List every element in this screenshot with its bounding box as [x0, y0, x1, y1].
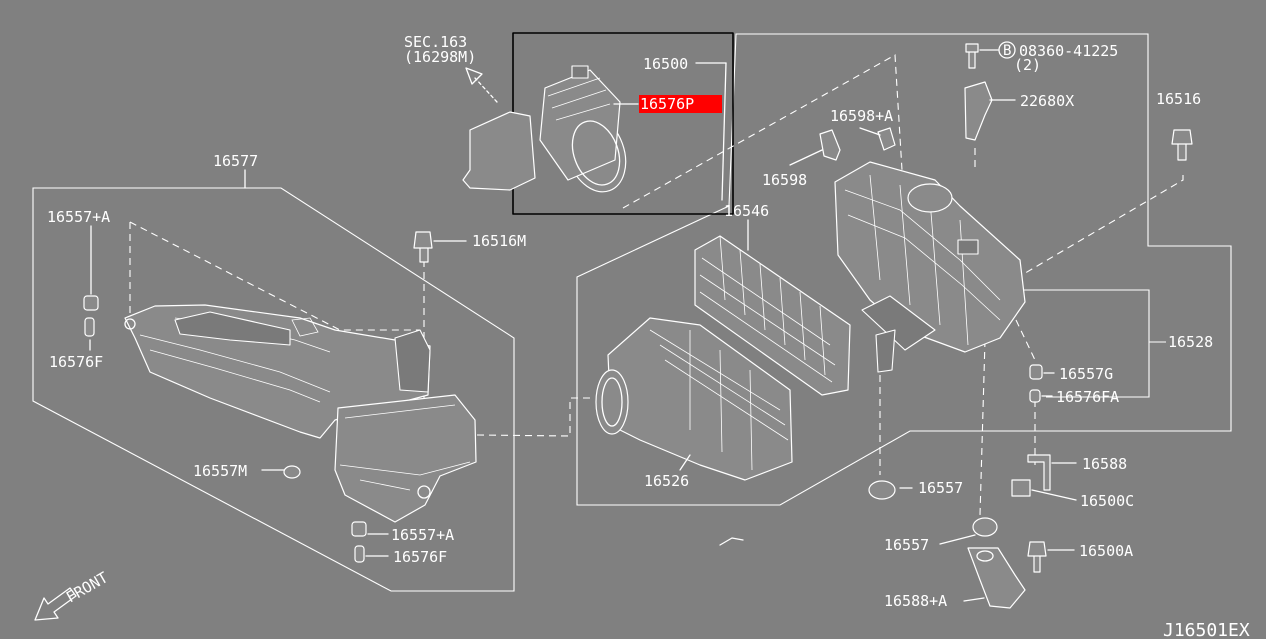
- front-arrow: [34, 587, 77, 621]
- label-16576F-top[interactable]: 16576F: [49, 353, 103, 371]
- grommet-16557G: [1029, 364, 1043, 380]
- resonator-duct-16577: [124, 304, 477, 523]
- bracket-16598A: [877, 127, 896, 151]
- label-16576F-bottom[interactable]: 16576F: [393, 548, 447, 566]
- maf-sensor-16576P: [462, 65, 627, 193]
- label-16588A[interactable]: 16588+A: [884, 592, 947, 610]
- lower-housing-16526: [595, 317, 793, 481]
- dash-duct-link: [476, 397, 595, 437]
- label-16588[interactable]: 16588: [1082, 455, 1127, 473]
- solid-leaders: [89, 62, 1077, 602]
- highlight-16576P[interactable]: [639, 95, 722, 113]
- sensor-22680X: [964, 41, 1016, 141]
- label-16576P[interactable]: 16576P: [640, 95, 694, 113]
- label-16500C[interactable]: 16500C: [1080, 492, 1134, 510]
- arrow-head: [465, 67, 483, 85]
- label-16528[interactable]: 16528: [1168, 333, 1213, 351]
- label-16516M[interactable]: 16516M: [472, 232, 526, 250]
- bracket-16588: [1027, 454, 1051, 491]
- label-16500[interactable]: 16500: [643, 55, 688, 73]
- label-08360[interactable]: 08360-41225: [1019, 42, 1118, 60]
- pin-16576FA: [1029, 389, 1041, 403]
- marker-B: [998, 41, 1016, 59]
- label-08360-marker[interactable]: B: [1003, 43, 1011, 59]
- bracket-16588A: [967, 547, 1026, 609]
- reference-code: J16501EX: [1163, 620, 1250, 639]
- label-sec163-ref[interactable]: (16298M): [404, 48, 476, 66]
- bolt-16516: [1171, 129, 1193, 161]
- grommet-16557A-top: [83, 295, 99, 311]
- label-16546[interactable]: 16546: [724, 202, 769, 220]
- label-16557A-bottom[interactable]: 16557+A: [391, 526, 454, 544]
- label-16557-a[interactable]: 16557: [918, 479, 963, 497]
- label-16500A[interactable]: 16500A: [1079, 542, 1133, 560]
- sensor-body: [964, 81, 993, 141]
- clip-16500C: [1011, 479, 1031, 497]
- label-16526[interactable]: 16526: [644, 472, 689, 490]
- maf-bracket: [462, 111, 536, 191]
- pin-16576F-bottom: [354, 545, 365, 563]
- label-08360-qty[interactable]: (2): [1014, 56, 1041, 74]
- upper-housing-16500: [834, 161, 1026, 373]
- label-22680X[interactable]: 22680X: [1020, 92, 1074, 110]
- grommet-16557-a: [868, 480, 896, 500]
- pin-16576F-top: [84, 317, 95, 337]
- resonator-box: [334, 394, 477, 523]
- right-fasteners: [719, 364, 1051, 609]
- grommet-16557A-bottom: [351, 521, 367, 537]
- outlet-neck: [907, 183, 953, 213]
- label-16516[interactable]: 16516: [1156, 90, 1201, 108]
- bolt-16500A: [1027, 541, 1047, 573]
- label-16598[interactable]: 16598: [762, 171, 807, 189]
- label-front: FRONT: [63, 568, 111, 606]
- dash-maf-link: [622, 54, 903, 209]
- label-16576FA[interactable]: 16576FA: [1056, 388, 1119, 406]
- grommet-16557M: [283, 465, 301, 479]
- dash-16557G: [1015, 319, 1036, 361]
- front-arrow-icon: [34, 587, 77, 621]
- frame-16577: [32, 187, 515, 592]
- dashed-leaders: [129, 54, 1184, 516]
- label-16577[interactable]: 16577: [213, 152, 258, 170]
- frame-16528: [1023, 289, 1150, 398]
- label-16598A[interactable]: 16598+A: [830, 107, 893, 125]
- air-filter-16546: [694, 235, 851, 396]
- grommet-16557-b: [972, 517, 998, 537]
- label-sec163[interactable]: SEC.163: [404, 33, 467, 51]
- bolt-08360: [965, 43, 979, 69]
- dash-16516: [1009, 175, 1184, 283]
- brackets-16598: [789, 127, 896, 166]
- sec-arrow: [465, 67, 498, 103]
- callout-labels: SEC.163 (16298M) 16500 16576P 16577 1655…: [47, 33, 1250, 639]
- label-16557M[interactable]: 16557M: [193, 462, 247, 480]
- label-16557-b[interactable]: 16557: [884, 536, 929, 554]
- bolt-16516M: [413, 231, 433, 263]
- left-fasteners: [83, 231, 433, 563]
- label-16557A-top[interactable]: 16557+A: [47, 208, 110, 226]
- dash-16557-b: [979, 339, 986, 516]
- small-clip: [719, 537, 744, 546]
- dash-16557A-top: [129, 221, 420, 331]
- bracket-16598: [819, 129, 841, 161]
- lower-housing-inlet: [595, 369, 629, 435]
- label-16557G[interactable]: 16557G: [1059, 365, 1113, 383]
